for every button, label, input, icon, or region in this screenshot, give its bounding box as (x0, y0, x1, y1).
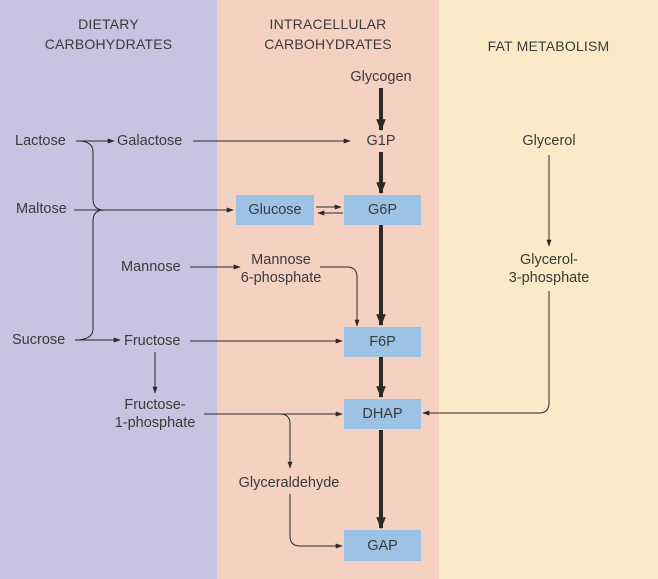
label-galactose: Galactose (117, 133, 183, 149)
mannose6p-line1: Mannose (251, 252, 311, 268)
box-glucose: Glucose (236, 195, 314, 225)
glycerol3p-line2: 3-phosphate (508, 270, 590, 286)
label-lactose: Lactose (15, 133, 66, 149)
line-sucrose-branch (74, 209, 105, 341)
intracellular-header-line1: INTRACELLULAR (269, 16, 387, 32)
fat-header: FAT METABOLISM (439, 36, 658, 56)
label-fructose-1-phosphate: Fructose- 1-phosphate (100, 396, 210, 432)
dietary-column (0, 0, 217, 579)
fructose1p-line1: Fructose- (124, 397, 186, 413)
fat-metabolism-column (439, 0, 658, 579)
label-g1p: G1P (366, 133, 396, 149)
box-gap: GAP (344, 530, 421, 561)
dietary-header-line1: DIETARY (78, 16, 139, 32)
intracellular-header-line2: CARBOHYDRATES (264, 36, 392, 52)
arrow-fructose1p-glyceraldehyde (204, 413, 293, 469)
dietary-header: DIETARY CARBOHYDRATES (0, 14, 217, 54)
label-glyceraldehyde: Glyceraldehyde (238, 475, 340, 491)
intracellular-column (217, 0, 439, 579)
arrow-mannose6p-f6p (320, 266, 360, 327)
fructose1p-line2: 1-phosphate (114, 415, 196, 431)
label-glycerol: Glycerol (522, 133, 576, 149)
label-glycerol-3-phosphate: Glycerol- 3-phosphate (490, 251, 608, 287)
mannose6p-line2: 6-phosphate (240, 270, 322, 286)
arrow-glyceraldehyde-gap (289, 494, 343, 549)
box-dhap: DHAP (344, 399, 421, 429)
label-sucrose: Sucrose (12, 332, 66, 348)
label-maltose: Maltose (16, 201, 67, 217)
intracellular-header: INTRACELLULAR CARBOHYDRATES (217, 14, 439, 54)
label-glycogen: Glycogen (350, 69, 412, 85)
fat-header-line: FAT METABOLISM (487, 38, 610, 54)
label-mannose: Mannose (121, 259, 181, 275)
arrow-glycerol3p-dhap (422, 291, 550, 416)
label-mannose-6-phosphate: Mannose 6-phosphate (226, 251, 336, 287)
line-lactose-branch (77, 140, 105, 211)
box-g6p: G6P (344, 195, 421, 225)
box-f6p: F6P (344, 327, 421, 357)
glycerol3p-line1: Glycerol- (519, 252, 578, 268)
label-fructose: Fructose (124, 333, 181, 349)
dietary-header-line2: CARBOHYDRATES (44, 36, 173, 52)
